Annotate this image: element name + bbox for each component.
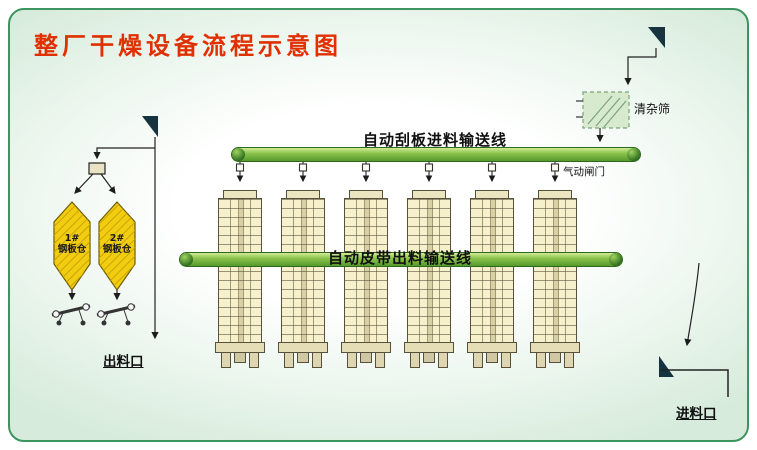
- page-title: 整厂干燥设备流程示意图: [34, 32, 342, 60]
- silo-graphics: [53, 201, 136, 301]
- silo-1-id: 1#: [64, 233, 80, 244]
- left-elevator: [74, 116, 159, 340]
- drying-tower-3: [341, 190, 391, 372]
- pneumatic-gate-icon: [424, 163, 434, 172]
- tower-leg: [536, 352, 546, 368]
- silo-2-name: 钢板仓: [102, 244, 132, 255]
- feed-inlet-graphic: [659, 262, 729, 397]
- scraper-feed-conveyor-label: 自动刮板进料输送线: [362, 131, 507, 149]
- tower-discharge: [297, 352, 309, 363]
- elevator-flag-icon: [648, 27, 665, 48]
- drying-tower-4: [404, 190, 454, 372]
- tower-leg: [249, 352, 259, 368]
- silo-1-name: 钢板仓: [57, 244, 87, 255]
- tower-discharge: [360, 352, 372, 363]
- tower-body: [281, 198, 325, 343]
- tower-leg: [221, 352, 231, 368]
- drying-tower-5: [467, 190, 517, 372]
- tower-body: [344, 198, 388, 343]
- tower-leg: [284, 352, 294, 368]
- scraper-feed-conveyor: [231, 147, 641, 162]
- discharge-outlet-label: 出料口: [103, 354, 144, 370]
- pneumatic-gate-icon: [361, 163, 371, 172]
- pneumatic-gate-icon: [487, 163, 497, 172]
- sieve-box: [582, 91, 630, 129]
- silo-1-label: 1# 钢板仓: [54, 233, 90, 255]
- inlet-flag-icon: [659, 356, 674, 377]
- tower-leg: [438, 352, 448, 368]
- belt-discharge-conveyor-label: 自动皮带出料输送线: [327, 249, 472, 267]
- tower-body: [470, 198, 514, 343]
- distributor-box: [88, 162, 106, 175]
- pneumatic-gate-icon: [298, 163, 308, 172]
- feed-inlet-label: 进料口: [676, 406, 717, 422]
- tower-body: [533, 198, 577, 343]
- silo-2-label: 2# 钢板仓: [99, 233, 135, 255]
- pneumatic-gate-icon: [550, 163, 560, 172]
- belt-discharge-conveyor: [179, 252, 623, 267]
- tower-leg: [410, 352, 420, 368]
- tower-discharge: [486, 352, 498, 363]
- drying-tower-2: [278, 190, 328, 372]
- pneumatic-gate-icon: [235, 163, 245, 172]
- tower-body: [407, 198, 451, 343]
- pneumatic-gate-label: 气动闸门: [563, 166, 605, 178]
- tower-discharge: [549, 352, 561, 363]
- belt-loader-icons: [51, 303, 136, 326]
- tower-discharge: [423, 352, 435, 363]
- elevator-flag-icon: [142, 116, 158, 137]
- cleaner-sieve: [576, 27, 665, 143]
- tower-body: [218, 198, 262, 343]
- tower-leg: [501, 352, 511, 368]
- drying-tower-6: [530, 190, 580, 372]
- tower-leg: [375, 352, 385, 368]
- tower-discharge: [234, 352, 246, 363]
- tower-leg: [564, 352, 574, 368]
- tower-leg: [473, 352, 483, 368]
- tower-leg: [312, 352, 322, 368]
- belt-loader-2-icon: [96, 303, 136, 326]
- silo-2-id: 2#: [109, 233, 125, 244]
- tower-leg: [347, 352, 357, 368]
- gate-drops: [235, 161, 560, 183]
- belt-loader-1-icon: [51, 303, 91, 326]
- cleaner-sieve-label: 清杂筛: [634, 102, 671, 116]
- drying-tower-1: [215, 190, 265, 372]
